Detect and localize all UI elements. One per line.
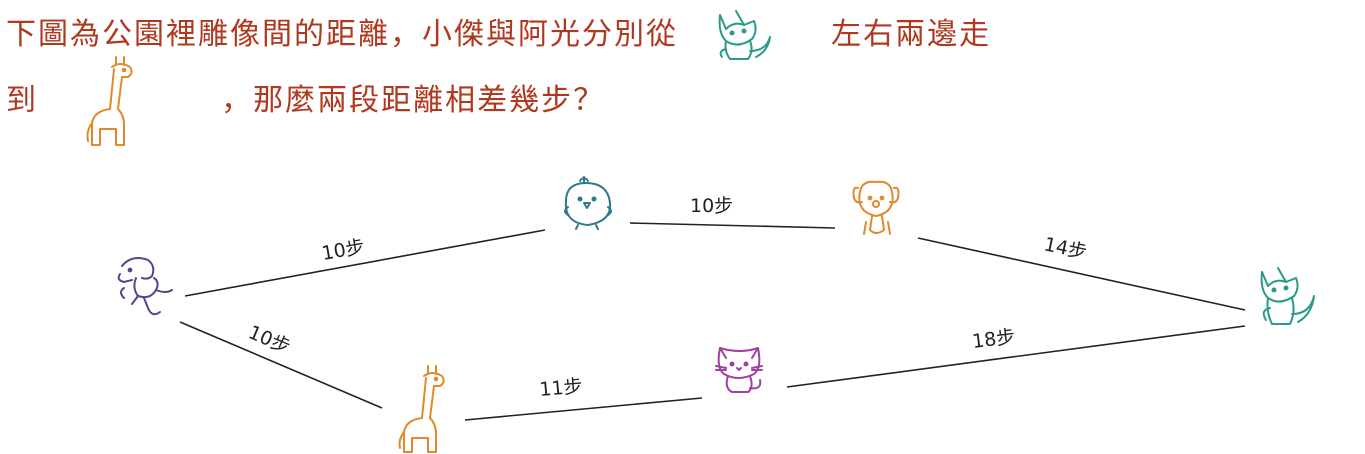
question-part-1: 下圖為公園裡雕像間的距離，小傑與阿光分別從 (6, 17, 678, 52)
fox-icon (1260, 267, 1315, 325)
question-line-2: 到 ，那麼兩段距離相差幾步？ (6, 55, 1358, 146)
cat-icon (715, 347, 763, 393)
edge-label-horse-chick: 10步 (320, 236, 366, 265)
chick-icon (564, 176, 612, 230)
question-part-2: 左右兩邊走 (831, 17, 992, 52)
fox-icon (708, 7, 796, 65)
edge-horse-giraffe (179, 321, 383, 409)
horse-icon (117, 257, 173, 316)
question-text: 下圖為公園裡雕像間的距離，小傑與阿光分別從 左右兩邊走 到 (6, 6, 1358, 146)
edge-label-chick-dog: 10步 (690, 195, 733, 217)
edge-chick-dog (629, 222, 836, 229)
giraffe-icon (80, 55, 170, 146)
question-part-4: ，那麼兩段距離相差幾步？ (221, 83, 606, 118)
question-line-1: 下圖為公園裡雕像間的距離，小傑與阿光分別從 左右兩邊走 (6, 6, 1358, 64)
edge-label-dog-fox: 14步 (1042, 233, 1089, 263)
edge-horse-chick (184, 229, 546, 297)
dog-icon (852, 180, 900, 235)
question-part-3: 到 (6, 83, 38, 118)
edge-giraffe-cat (464, 397, 703, 421)
edge-label-cat-fox: 18步 (971, 326, 1017, 353)
edge-cat-fox (786, 325, 1246, 388)
edge-label-giraffe-cat: 11步 (539, 375, 584, 401)
edge-dog-fox (917, 237, 1246, 311)
giraffe-icon (398, 365, 445, 453)
